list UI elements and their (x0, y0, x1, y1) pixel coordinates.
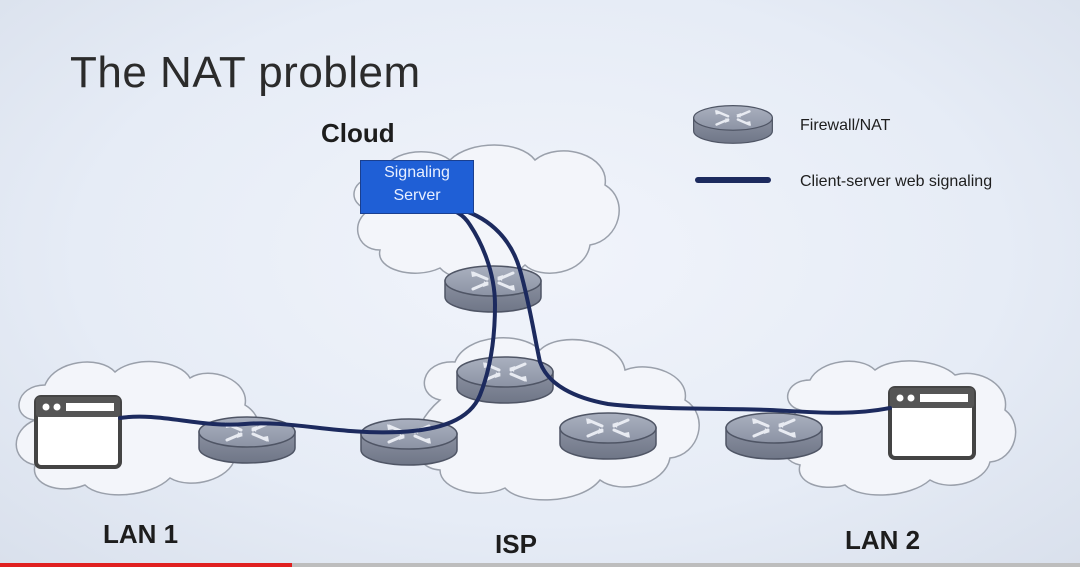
cloud-label: Cloud (321, 118, 395, 148)
signaling-path-lan1 (118, 206, 497, 435)
router-icon (724, 411, 824, 461)
browser-window-icon-lan1 (34, 395, 122, 469)
video-progress-fill (0, 563, 292, 567)
legend-signaling-label: Client-server web signaling (800, 173, 993, 190)
server-label-line1: Signaling (384, 164, 450, 181)
legend-firewall-label: Firewall/NAT (800, 117, 891, 134)
router-icon (558, 411, 658, 461)
slide-title: The NAT problem (70, 48, 421, 97)
signaling-path-lan2 (453, 206, 892, 415)
lan2-label: LAN 2 (845, 525, 921, 555)
server-label-line2: Server (393, 187, 441, 204)
isp-label: ISP (495, 529, 537, 559)
legend-router-icon (692, 104, 774, 145)
signaling-server-box: Signaling Server (360, 160, 474, 214)
lan1-label: LAN 1 (103, 519, 179, 549)
video-progress-bar[interactable] (0, 563, 1080, 567)
browser-window-icon-lan2 (888, 386, 976, 460)
